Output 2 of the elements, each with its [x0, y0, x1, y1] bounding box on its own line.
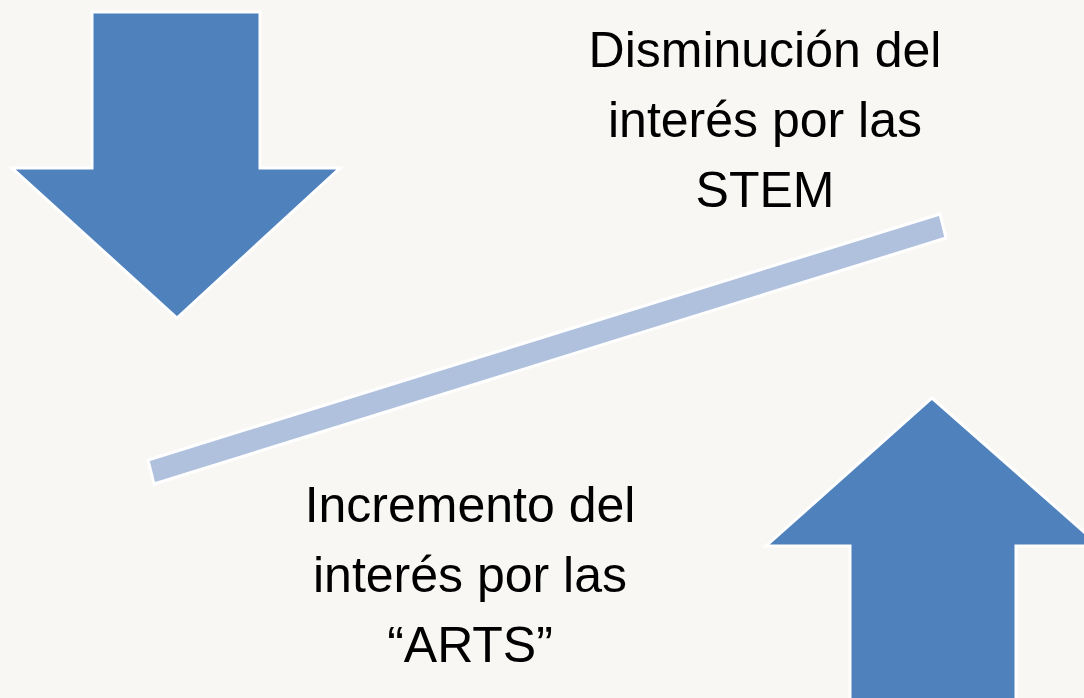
caption-text: Incremento del interés por las “ARTS” [303, 476, 637, 675]
caption-text: Disminución del interés por las STEM [587, 21, 943, 220]
